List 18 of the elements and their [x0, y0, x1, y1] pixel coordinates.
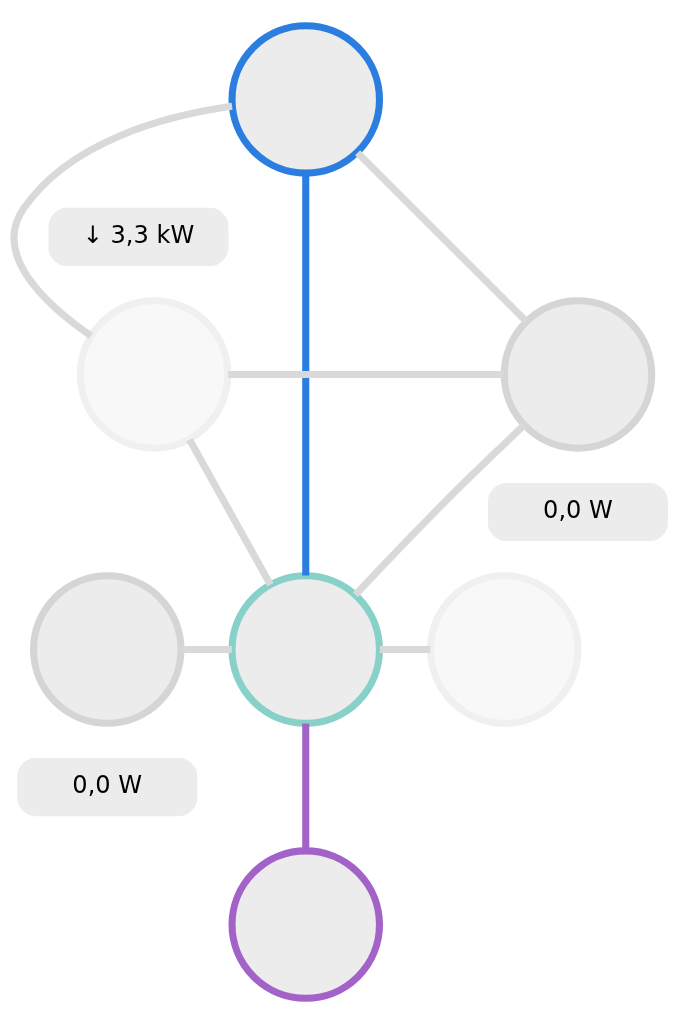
connector [10, 102, 233, 339]
connector [379, 646, 431, 654]
connector [355, 150, 529, 324]
node-label: 0,0 W [72, 770, 143, 799]
connector [302, 723, 310, 851]
node-circle [228, 22, 384, 177]
node-circle [500, 297, 656, 452]
node-circle [427, 572, 582, 727]
node-circle [29, 572, 185, 727]
node-circle [76, 297, 232, 452]
node-circle [228, 847, 384, 1002]
node-circle [228, 572, 384, 727]
connector [302, 173, 310, 576]
connector [186, 438, 274, 587]
node-label: ↓ 3,3 kW [82, 220, 195, 249]
connector [352, 422, 527, 598]
node-label: 0,0 W [543, 495, 613, 524]
connector [181, 646, 232, 654]
